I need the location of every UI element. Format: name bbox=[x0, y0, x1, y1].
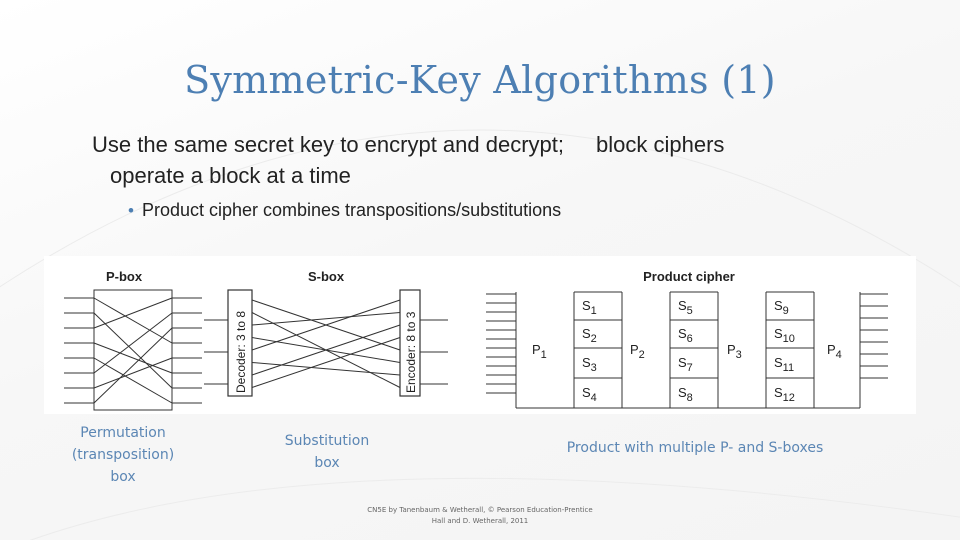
footer-credit: CN5E by Tanenbaum & Wetherall, © Pearson… bbox=[360, 505, 600, 527]
pbox-crossing-wire bbox=[93, 342, 173, 374]
sbox-cell-label: S3 bbox=[582, 355, 597, 374]
sbox-cell-label: S1 bbox=[582, 298, 597, 317]
pbox-stage-label: P3 bbox=[727, 342, 742, 361]
body-text-part-a: Use the same secret key to encrypt and d… bbox=[92, 132, 565, 157]
pbox-crossing-wire bbox=[93, 312, 173, 389]
body-text-line-1: Use the same secret key to encrypt and d… bbox=[92, 132, 852, 158]
sbox-caption-line: box bbox=[314, 455, 340, 471]
pbox-crossing-wire bbox=[93, 297, 173, 329]
pbox-stage-label: P1 bbox=[532, 342, 547, 361]
sbox-cell-label: S5 bbox=[678, 298, 693, 317]
decoder-box bbox=[227, 289, 253, 397]
sbox-caption-line: Substitution bbox=[284, 433, 370, 449]
sbox-heading: S-box bbox=[308, 269, 345, 284]
encoder-box bbox=[399, 289, 421, 397]
body-text-line-2: operate a block at a time bbox=[110, 163, 351, 188]
decoder-label: Decoder: 3 to 8 bbox=[234, 311, 248, 393]
footer-line: CN5E by Tanenbaum & Wetherall, © Pearson… bbox=[367, 506, 593, 514]
footer-line: Hall and D. Wetherall, 2011 bbox=[431, 517, 529, 525]
product-cipher-heading: Product cipher bbox=[643, 269, 735, 284]
pbox-stage-label: P2 bbox=[630, 342, 645, 361]
pbox-caption-line: Permutation bbox=[80, 425, 166, 441]
bullet-dot-icon: • bbox=[128, 201, 134, 220]
sbox-cell-label: S4 bbox=[582, 385, 597, 404]
sbox-cell-label: S2 bbox=[582, 326, 597, 345]
pbox-caption: Permutation (transposition) box bbox=[58, 422, 188, 488]
bullet-text: Product cipher combines transpositions/s… bbox=[141, 200, 562, 220]
bullet-item: • Product cipher combines transpositions/… bbox=[128, 200, 561, 221]
pbox-crossing-wire bbox=[93, 297, 173, 344]
sbox-crossing-wire bbox=[251, 324, 401, 376]
sbox-cell-label: S10 bbox=[774, 326, 795, 345]
slide-title: Symmetric-Key Algorithms (1) bbox=[184, 58, 776, 102]
sbox-cell-label: S7 bbox=[678, 355, 693, 374]
pbox-crossing-wire bbox=[93, 357, 173, 404]
sbox-crossing-wire bbox=[251, 362, 401, 376]
sbox-caption: Substitution box bbox=[262, 430, 392, 474]
pbox-frame bbox=[93, 289, 173, 411]
sbox-crossing-wire bbox=[251, 299, 401, 351]
pbox-crossing-wire bbox=[93, 357, 173, 389]
pbox-heading: P-box bbox=[106, 269, 143, 284]
encoder-label: Encoder: 8 to 3 bbox=[404, 311, 418, 393]
pbox-stage-label: P4 bbox=[827, 342, 842, 361]
sbox-cell-label: S12 bbox=[774, 385, 795, 404]
sbox-cell-label: S11 bbox=[774, 355, 794, 374]
sbox-cell-label: S8 bbox=[678, 385, 693, 404]
body-text-part-b: block ciphers bbox=[596, 132, 725, 157]
pbox-crossing-wire bbox=[93, 312, 173, 374]
pbox-crossing-wire bbox=[93, 327, 173, 404]
pbox-caption-line: (transposition) bbox=[71, 447, 175, 463]
sbox-cell-label: S6 bbox=[678, 326, 693, 345]
sbox-crossing-wire bbox=[251, 337, 401, 388]
pbox-caption-line: box bbox=[110, 469, 136, 485]
sbox-crossing-wire bbox=[251, 312, 401, 326]
sbox-cell-label: S9 bbox=[774, 298, 789, 317]
product-caption: Product with multiple P- and S-boxes bbox=[566, 440, 824, 456]
